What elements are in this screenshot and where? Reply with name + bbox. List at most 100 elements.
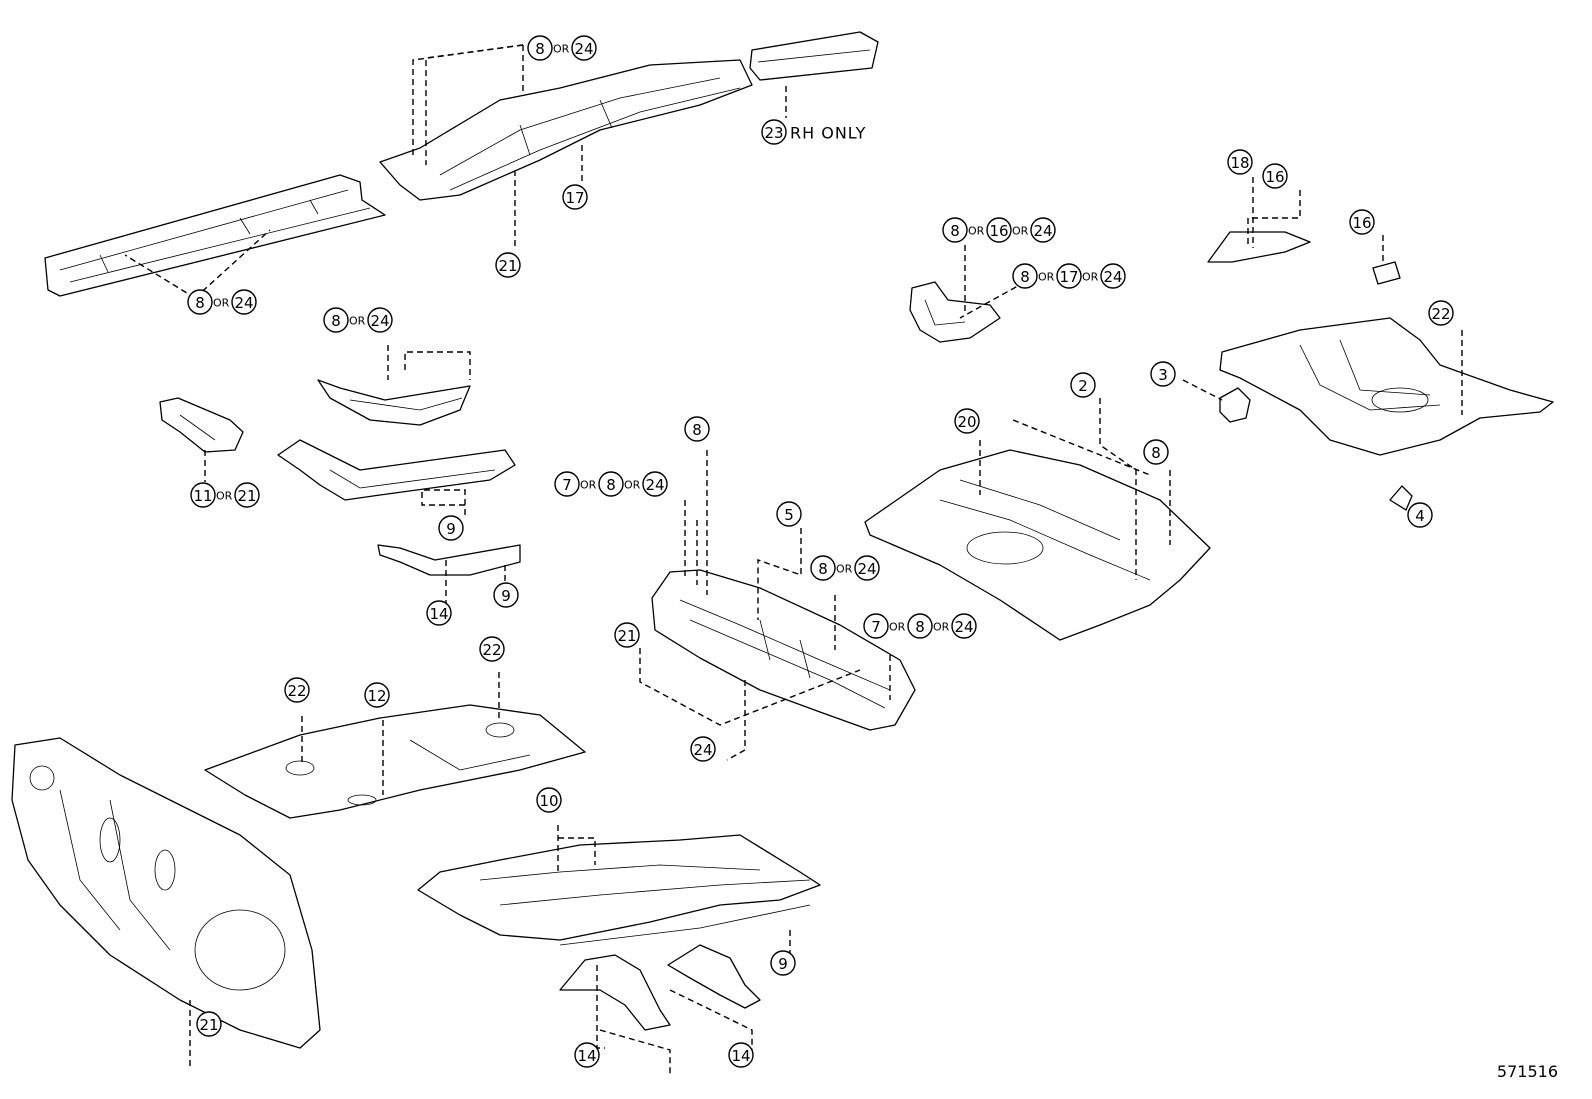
callout-circle (854, 555, 880, 581)
or-separator: OR (1012, 225, 1029, 238)
part-number: 7 (562, 476, 572, 494)
callout-c13: 3 (1150, 361, 1176, 387)
or-separator: OR (889, 621, 906, 634)
callout-c26: 21 (614, 622, 640, 648)
callout-c32: 10 (536, 787, 562, 813)
callout-circle (1349, 209, 1375, 235)
part-number: 17 (1059, 268, 1078, 286)
callout-circle (187, 289, 213, 315)
callout-circle (479, 636, 505, 662)
part-2-center-floor (864, 449, 1211, 641)
callout-c21: 5 (776, 501, 802, 527)
callout-c6: 18 (1227, 149, 1253, 175)
part-3-bracket (1219, 387, 1251, 423)
callout-circle (495, 252, 521, 278)
or-separator: OR (580, 479, 597, 492)
callout-circle (951, 613, 977, 639)
part-number: 7 (871, 618, 881, 636)
callout-circle (942, 217, 968, 243)
part-number: 12 (367, 687, 386, 705)
callout-circle (761, 119, 787, 145)
part-number: 9 (778, 955, 788, 973)
part-number: 8 (950, 222, 960, 240)
part-number: 8 (606, 476, 616, 494)
callout-c34: 21 (196, 1011, 222, 1037)
part-outlines (11, 31, 1554, 1049)
callout-c31: 24 (690, 736, 716, 762)
part-number: 18 (1230, 154, 1249, 172)
part-number: 14 (577, 1047, 596, 1065)
callout-circle (1012, 263, 1038, 289)
part-number: 2 (1078, 377, 1088, 395)
callout-circle (364, 682, 390, 708)
part-number: 16 (1265, 168, 1284, 186)
callout-circle (810, 555, 836, 581)
or-separator: OR (836, 563, 853, 576)
callout-circle (1428, 300, 1454, 326)
part-number: 8 (692, 421, 702, 439)
callout-circle (614, 622, 640, 648)
part-number: 9 (446, 520, 456, 538)
part-number: 14 (731, 1047, 750, 1065)
part-number: 3 (1158, 366, 1168, 384)
callout-c22: 4 (1407, 502, 1433, 528)
callout-circle (776, 501, 802, 527)
callout-c4: 21 (495, 252, 521, 278)
part-number: 14 (429, 605, 448, 623)
part-number: 24 (954, 618, 973, 636)
part-number: 24 (574, 40, 593, 58)
part-number: 9 (501, 587, 511, 605)
part-10-floor-tunnel (417, 834, 821, 946)
callout-c30: 12 (364, 682, 390, 708)
part-11-bracket (159, 397, 244, 453)
part-number: 5 (784, 506, 794, 524)
callout-circle (493, 582, 519, 608)
part-number: 24 (857, 560, 876, 578)
callout-c24: 9 (493, 582, 519, 608)
callout-c11: 22 (1428, 300, 1454, 326)
or-separator: OR (1082, 271, 1099, 284)
callout-circle (1070, 372, 1096, 398)
callout-circle (770, 950, 796, 976)
callout-c18: 9 (438, 515, 464, 541)
callout-circle (536, 787, 562, 813)
callout-circle (562, 184, 588, 210)
callout-circle (1030, 217, 1056, 243)
part-4-clip (1389, 485, 1413, 511)
part-number: 24 (1103, 268, 1122, 286)
callout-c27: 7 OR 8 OR 24 (863, 613, 977, 639)
callout-circle (1143, 439, 1169, 465)
or-separator: OR (213, 297, 230, 310)
callout-c36: 14 (728, 1042, 754, 1068)
part-14-brace-right (667, 944, 761, 1009)
part-front-frame-rail (379, 59, 753, 201)
part-number: 8 (915, 618, 925, 636)
part-number: 21 (498, 257, 517, 275)
callout-circle (863, 613, 889, 639)
or-separator: OR (933, 621, 950, 634)
part-number: 16 (989, 222, 1008, 240)
part-number: 8 (535, 40, 545, 58)
callout-circle (684, 416, 710, 442)
part-5-crossmember (651, 569, 916, 731)
callout-circle (954, 408, 980, 434)
or-separator: OR (624, 479, 641, 492)
callout-circle (1150, 361, 1176, 387)
callout-circle (1262, 163, 1288, 189)
callout-circle (728, 1042, 754, 1068)
callout-c35: 14 (574, 1042, 600, 1068)
part-number: 24 (234, 294, 253, 312)
part-number: 24 (370, 312, 389, 330)
callout-c23: 14 (426, 600, 452, 626)
part-number: 21 (199, 1016, 218, 1034)
part-number: 22 (287, 682, 306, 700)
part-number: 24 (1033, 222, 1052, 240)
callout-c16: 8 (1143, 439, 1169, 465)
